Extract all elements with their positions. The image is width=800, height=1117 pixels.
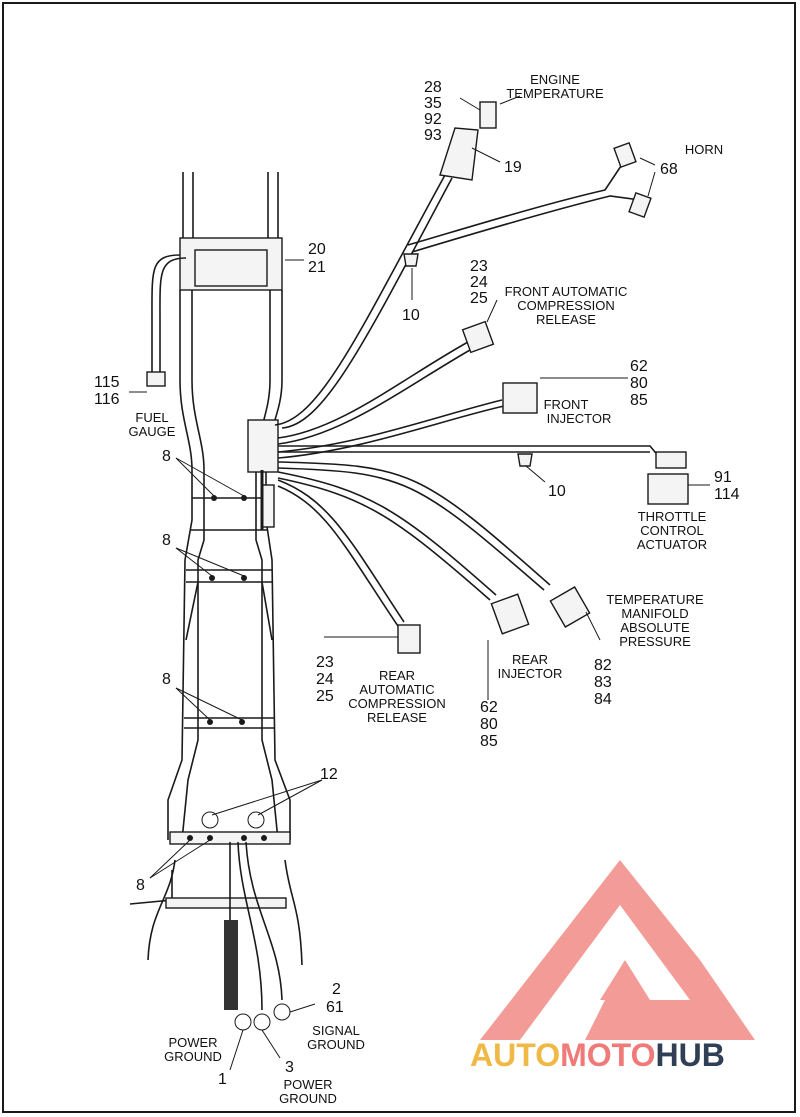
rear-inj-num: 62 bbox=[480, 699, 498, 716]
callout-engine-temperature: 28 35 92 93 ENGINE TEMPERATURE bbox=[424, 72, 604, 144]
front-inj-num: 85 bbox=[630, 392, 648, 409]
engine-temp-num: 93 bbox=[424, 127, 442, 144]
harness-wires bbox=[129, 101, 689, 1031]
engine-temp-label: TEMPERATURE bbox=[506, 86, 604, 101]
rear-inj-label: REAR bbox=[512, 652, 548, 667]
front-acr-label: FRONT AUTOMATIC bbox=[505, 284, 628, 299]
horn-label: HORN bbox=[685, 142, 723, 157]
clip-8-label: 8 bbox=[162, 532, 171, 549]
power-ground-label: POWER bbox=[168, 1035, 217, 1050]
callout-power-ground-1: POWER GROUND 1 bbox=[164, 1035, 227, 1088]
callout-signal-ground: 2 61 SIGNAL GROUND bbox=[307, 981, 365, 1052]
power-ground-num: 3 bbox=[285, 1059, 294, 1076]
front-inj-label: FRONT bbox=[544, 397, 589, 412]
rear-acr-num: 23 bbox=[316, 654, 334, 671]
power-ground-num: 1 bbox=[218, 1071, 227, 1088]
rear-acr-num: 24 bbox=[316, 671, 334, 688]
fuel-label: GAUGE bbox=[129, 424, 176, 439]
callout-tmap: TEMPERATURE MANIFOLD ABSOLUTE PRESSURE 8… bbox=[594, 592, 704, 708]
engine-temp-num: 28 bbox=[424, 79, 442, 96]
tca-num: 114 bbox=[714, 486, 740, 503]
callout-12: 12 bbox=[320, 766, 338, 783]
watermark-text: AUTOMOTOHUB bbox=[470, 1037, 725, 1073]
front-acr-num: 23 bbox=[470, 258, 488, 275]
tmap-num: 83 bbox=[594, 674, 612, 691]
callout-rear-injector: REAR INJECTOR 62 80 85 bbox=[480, 652, 562, 750]
signal-num: 2 bbox=[332, 981, 341, 998]
front-acr-num: 24 bbox=[470, 274, 488, 291]
rear-acr-label: COMPRESSION bbox=[348, 696, 446, 711]
rear-inj-num: 80 bbox=[480, 716, 498, 733]
clip-8-label: 8 bbox=[136, 877, 145, 894]
fuel-num: 116 bbox=[94, 391, 120, 408]
tmap-label: ABSOLUTE bbox=[620, 620, 690, 635]
power-ground-label: GROUND bbox=[279, 1091, 337, 1106]
tmap-label: TEMPERATURE bbox=[606, 592, 704, 607]
callout-throttle-control: 91 114 THROTTLE CONTROL ACTUATOR bbox=[637, 469, 740, 552]
callout-front-acr: 23 24 25 FRONT AUTOMATIC COMPRESSION REL… bbox=[470, 258, 627, 327]
tmap-label: PRESSURE bbox=[619, 634, 691, 649]
rear-inj-label: INJECTOR bbox=[498, 666, 563, 681]
tca-label: THROTTLE bbox=[638, 509, 707, 524]
watermark-logo bbox=[480, 860, 755, 1040]
callout-19: 19 bbox=[504, 159, 522, 176]
rear-acr-label: RELEASE bbox=[367, 710, 427, 725]
front-acr-num: 25 bbox=[470, 290, 488, 307]
front-inj-num: 62 bbox=[630, 358, 648, 375]
signal-label: SIGNAL bbox=[312, 1023, 360, 1038]
tmap-label: MANIFOLD bbox=[621, 606, 688, 621]
engine-temp-label: ENGINE bbox=[530, 72, 580, 87]
signal-num: 61 bbox=[326, 999, 344, 1016]
frame-num: 20 bbox=[308, 241, 326, 258]
frame-num: 21 bbox=[308, 259, 326, 276]
callout-fuel-gauge: 115 116 FUEL GAUGE bbox=[94, 374, 176, 439]
callout-power-ground-3: 3 POWER GROUND bbox=[279, 1059, 337, 1106]
clip-mid-num: 10 bbox=[548, 483, 566, 500]
rear-acr-num: 25 bbox=[316, 688, 334, 705]
engine-temp-num: 35 bbox=[424, 95, 442, 112]
leader-lines bbox=[129, 95, 710, 1071]
front-acr-label: RELEASE bbox=[536, 312, 596, 327]
tmap-num: 82 bbox=[594, 657, 612, 674]
fuel-num: 115 bbox=[94, 374, 120, 391]
tca-label: ACTUATOR bbox=[637, 537, 707, 552]
clip-8-label: 8 bbox=[162, 671, 171, 688]
front-acr-label: COMPRESSION bbox=[517, 298, 615, 313]
engine-temp-num: 92 bbox=[424, 111, 442, 128]
fuel-label: FUEL bbox=[135, 410, 168, 425]
rear-acr-label: REAR bbox=[379, 668, 415, 683]
clip-top-num: 10 bbox=[402, 307, 420, 324]
power-ground-label: POWER bbox=[283, 1077, 332, 1092]
tmap-num: 84 bbox=[594, 691, 612, 708]
front-inj-num: 80 bbox=[630, 375, 648, 392]
clip-8-label: 8 bbox=[162, 448, 171, 465]
callout-horn: HORN 68 bbox=[660, 142, 723, 178]
horn-num: 68 bbox=[660, 161, 678, 178]
callout-front-injector: 62 80 85 FRONT INJECTOR bbox=[544, 358, 648, 426]
harness-clip-marks bbox=[187, 495, 267, 841]
rear-inj-num: 85 bbox=[480, 733, 498, 750]
front-inj-label: INJECTOR bbox=[547, 411, 612, 426]
signal-label: GROUND bbox=[307, 1037, 365, 1052]
tca-num: 91 bbox=[714, 469, 732, 486]
motorcycle-frame bbox=[146, 172, 291, 845]
rear-acr-label: AUTOMATIC bbox=[359, 682, 434, 697]
tca-label: CONTROL bbox=[640, 523, 704, 538]
power-ground-label: GROUND bbox=[164, 1049, 222, 1064]
callout-rear-acr: 23 24 25 REAR AUTOMATIC COMPRESSION RELE… bbox=[316, 654, 446, 725]
